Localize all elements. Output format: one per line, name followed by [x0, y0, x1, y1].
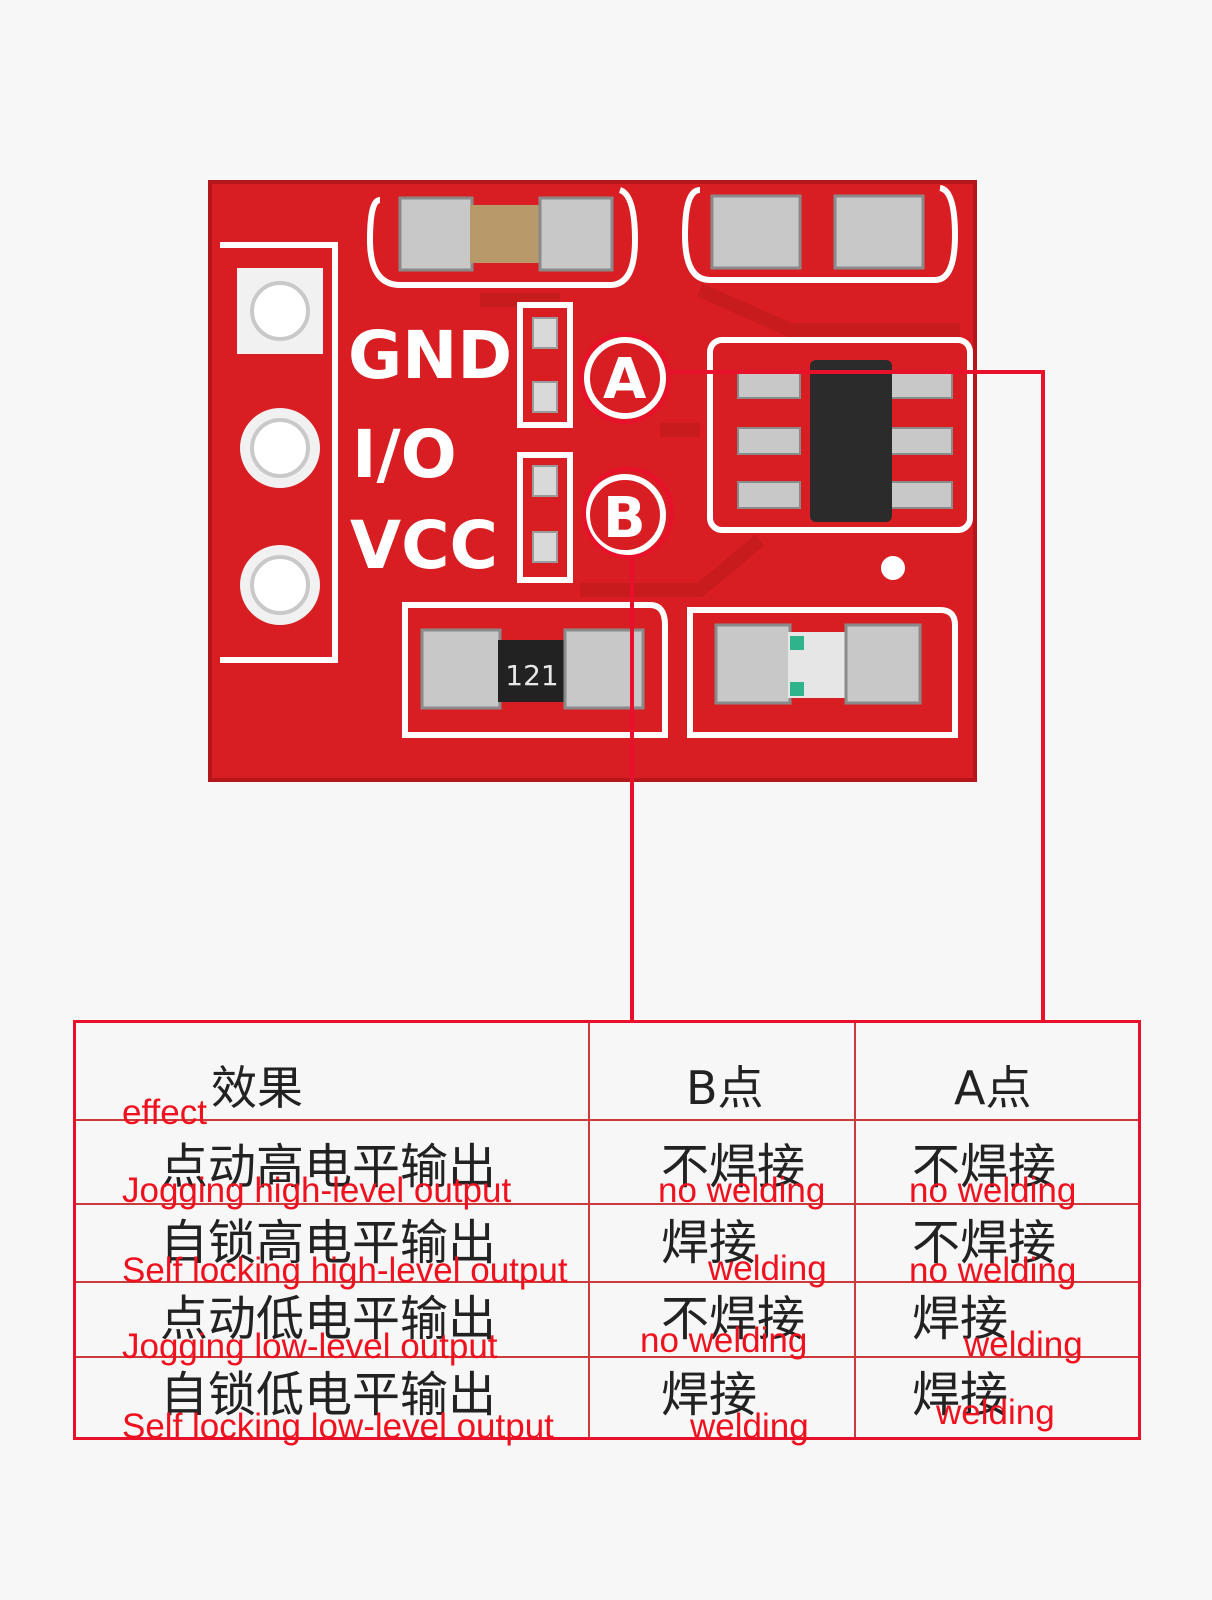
row1-a-cn: 不焊接 [912, 1139, 1057, 1195]
row2-a-cn: 不焊接 [912, 1215, 1057, 1271]
row-divider [76, 1203, 1138, 1205]
row3-a-cn: 焊接 [912, 1291, 1009, 1347]
col-divider [588, 1023, 590, 1437]
row3-a-en: welding [964, 1325, 1083, 1364]
io-label: I/O [352, 416, 457, 493]
row4-a-en: welding [936, 1393, 1055, 1432]
row2-effect-en: Self locking high-level output [122, 1251, 568, 1290]
resistor-code: 121 [505, 659, 558, 692]
top-right-pads [710, 194, 925, 270]
row3-b-en: no welding [640, 1321, 808, 1360]
row3-b-cn: 不焊接 [661, 1291, 806, 1347]
header-b-cn: B点 [686, 1061, 764, 1115]
row3-effect-en: Jogging low-level output [122, 1327, 498, 1366]
copper-traces [480, 283, 960, 597]
row4-effect-en: Self locking low-level output [122, 1407, 554, 1446]
gnd-label: GND [348, 317, 512, 394]
row2-b-en: welding [708, 1249, 827, 1288]
row-divider [76, 1281, 1138, 1283]
row4-b-cn: 焊接 [661, 1367, 758, 1423]
col-divider [854, 1023, 856, 1437]
point-b-label: B [603, 486, 646, 551]
row4-a-cn: 焊接 [912, 1367, 1009, 1423]
row1-effect-en: Jogging high-level output [122, 1171, 512, 1210]
row1-effect-cn: 点动高电平输出 [160, 1139, 497, 1195]
pin1-dot [881, 556, 905, 580]
smd-capacitor [398, 196, 614, 272]
row3-effect-cn: 点动低电平输出 [160, 1291, 497, 1347]
point-a-label: A [603, 347, 647, 412]
silkscreen-outline [220, 185, 973, 738]
header-a-cn: A点 [954, 1061, 1032, 1115]
smd-resistor: 121 [420, 628, 645, 710]
row4-effect-cn: 自锁低电平输出 [160, 1367, 497, 1423]
welding-config-table: 效果 effect B点 A点 点动高电平输出 Jogging high-lev… [73, 1020, 1141, 1444]
header-effect-en: effect [122, 1093, 207, 1132]
vcc-label: VCC [350, 507, 498, 584]
row1-b-en: no welding [658, 1171, 826, 1210]
row-divider [76, 1119, 1138, 1121]
row1-a-en: no welding [909, 1171, 1077, 1210]
jumper-pads [532, 317, 558, 563]
annotation-lines [579, 332, 1045, 1022]
row1-b-cn: 不焊接 [661, 1139, 806, 1195]
row2-b-cn: 焊接 [661, 1215, 758, 1271]
row2-a-en: no welding [909, 1251, 1077, 1290]
row4-b-en: welding [690, 1407, 809, 1446]
ic-chip [737, 360, 953, 522]
header-effect-cn: 效果 [211, 1061, 303, 1115]
row-divider [76, 1356, 1138, 1358]
row2-effect-cn: 自锁高电平输出 [160, 1215, 497, 1271]
header-pins [237, 268, 323, 625]
smd-led [714, 623, 922, 705]
